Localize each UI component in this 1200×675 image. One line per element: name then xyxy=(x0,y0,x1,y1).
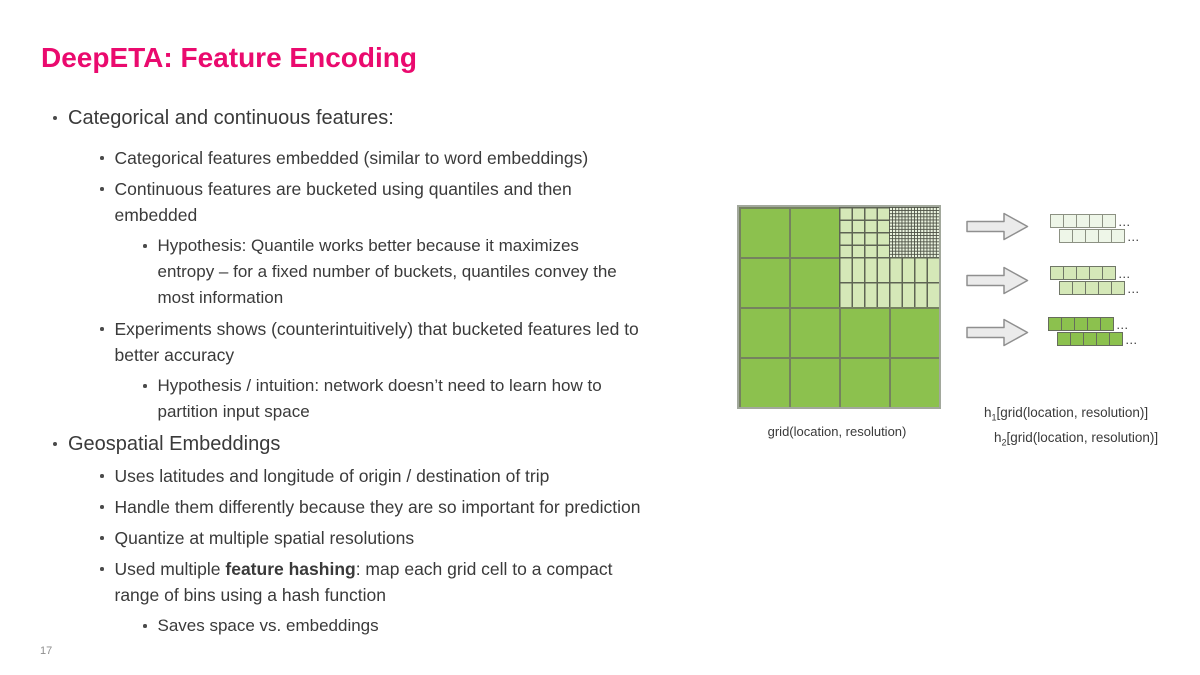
arrow-right-icon xyxy=(966,212,1029,241)
bullet-dot-icon xyxy=(143,244,147,248)
bullet-text: Hypothesis: Quantile works better becaus… xyxy=(157,236,617,307)
bullet-text: Geospatial Embeddings xyxy=(68,433,281,455)
page-title: DeepETA: Feature Encoding xyxy=(41,42,417,73)
bullet-dot-icon xyxy=(143,384,147,388)
ellipsis-label: ... xyxy=(1117,321,1130,331)
bullet-item: Quantize at multiple spatial resolutions xyxy=(41,525,746,551)
hash-label-subscript: 1 xyxy=(991,412,997,423)
embedding-strip-row: ... xyxy=(1050,214,1131,228)
grid-subdivision-medium-left xyxy=(839,207,889,257)
ellipsis-label: ... xyxy=(1128,233,1141,243)
bullet-item: Geospatial Embeddings xyxy=(41,430,746,458)
hash-function-labels: h1[grid(location, resolution)] h2[grid(l… xyxy=(984,403,1158,452)
bullet-text: Saves space vs. embeddings xyxy=(157,616,379,635)
embedding-strip-dark xyxy=(1057,332,1123,346)
bullet-text: Categorical and continuous features: xyxy=(68,107,394,129)
bullet-text: Quantize at multiple spatial resolutions xyxy=(114,528,415,548)
bullet-dot-icon xyxy=(100,156,104,160)
bullet-text: Continuous features are bucketed using q… xyxy=(114,179,572,225)
bullet-item: Handle them differently because they are… xyxy=(41,494,746,520)
embedding-strip-pale xyxy=(1059,229,1125,243)
bullet-item: Categorical features embedded (similar t… xyxy=(41,145,746,171)
bullet-dot-icon xyxy=(100,474,104,478)
ellipsis-label: ... xyxy=(1128,285,1141,295)
hash-label-base: h xyxy=(994,429,1002,445)
ellipsis-label: ... xyxy=(1119,270,1132,280)
arrow-right-icon xyxy=(966,318,1029,347)
bullet-dot-icon xyxy=(53,442,57,446)
bullet-text-post: : map each grid cell to a compact range … xyxy=(114,559,613,605)
bullet-item: Experiments shows (counterintuitively) t… xyxy=(41,316,746,368)
grid-caption: grid(location, resolution) xyxy=(767,424,907,439)
bullet-item: Hypothesis / intuition: network doesn’t … xyxy=(41,373,746,425)
embedding-strip-light xyxy=(1059,281,1125,295)
hash-label-base: h xyxy=(984,405,992,420)
bullet-item: Categorical and continuous features: xyxy=(41,104,746,132)
embedding-strip-row: ... xyxy=(1048,317,1129,331)
embedding-strip-row: ... xyxy=(1057,332,1138,346)
bullet-text-pre: Used multiple xyxy=(114,559,226,579)
ellipsis-label: ... xyxy=(1126,336,1139,346)
embedding-strip-light xyxy=(1050,266,1116,280)
bullet-dot-icon xyxy=(100,567,104,571)
hash-label-subscript: 2 xyxy=(1001,437,1007,448)
multiresolution-grid-illustration xyxy=(737,205,941,409)
ellipsis-label: ... xyxy=(1119,218,1132,228)
bullet-text: Hypothesis / intuition: network doesn’t … xyxy=(157,376,602,421)
bullet-dot-icon xyxy=(100,327,104,331)
hash-label-rest: [grid(location, resolution)] xyxy=(996,405,1149,420)
embedding-strip-row: ... xyxy=(1059,281,1140,295)
bullet-item: Continuous features are bucketed using q… xyxy=(41,176,746,228)
page-number: 17 xyxy=(40,645,53,657)
embedding-strip-dark xyxy=(1048,317,1114,331)
embedding-strip-row: ... xyxy=(1059,229,1140,243)
bullet-text: Categorical features embedded (similar t… xyxy=(114,148,589,168)
bullet-text: Used multiple feature hashing: map each … xyxy=(115,556,613,608)
grid-subdivision-fine xyxy=(889,207,939,257)
hash-label-1: h1[grid(location, resolution)] xyxy=(984,403,1158,428)
bullet-dot-icon xyxy=(53,116,57,120)
bullet-text: Handle them differently because they are… xyxy=(114,497,641,517)
embedding-strip-row: ... xyxy=(1050,266,1131,280)
bullet-item: Used multiple feature hashing: map each … xyxy=(41,556,746,608)
hash-label-rest: [grid(location, resolution)] xyxy=(1006,429,1159,445)
bullet-item: Uses latitudes and longitude of origin /… xyxy=(41,463,746,489)
bullet-text: Uses latitudes and longitude of origin /… xyxy=(114,466,550,486)
bullet-item: Hypothesis: Quantile works better becaus… xyxy=(41,233,746,311)
bullet-item: Saves space vs. embeddings xyxy=(41,613,746,639)
bullet-dot-icon xyxy=(100,536,104,540)
bullet-text: Experiments shows (counterintuitively) t… xyxy=(114,319,639,365)
bullet-list: Categorical and continuous features: Cat… xyxy=(41,104,746,644)
bullet-text-bold: feature hashing xyxy=(225,559,356,579)
arrow-right-icon xyxy=(966,266,1029,295)
bullet-dot-icon xyxy=(100,505,104,509)
bullet-dot-icon xyxy=(143,624,147,628)
hash-label-2: h2[grid(location, resolution)] xyxy=(994,428,1158,453)
bullet-dot-icon xyxy=(100,187,104,191)
grid-subdivision-medium-bottom xyxy=(839,257,939,307)
embedding-strip-pale xyxy=(1050,214,1116,228)
